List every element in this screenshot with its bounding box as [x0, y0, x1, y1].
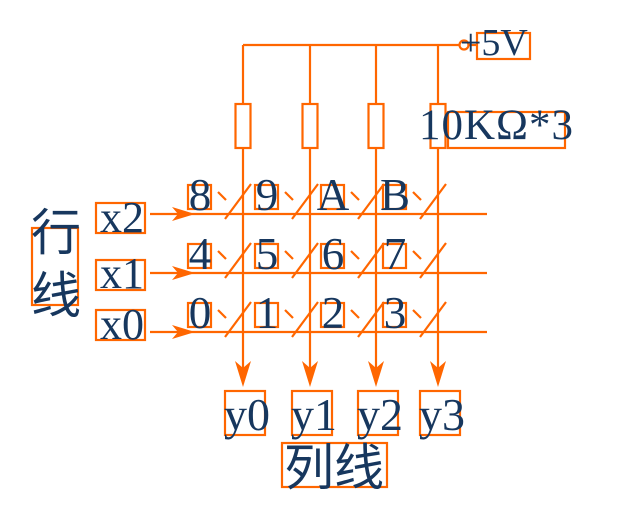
column-y3-arrowhead-icon	[430, 361, 446, 387]
row-x1-arrowhead-icon	[172, 266, 195, 280]
key-label-7: 7	[383, 229, 407, 279]
key-label-1: 1	[255, 288, 279, 338]
column-label-box-y3	[418, 389, 462, 437]
key-label-3: 3	[383, 288, 407, 338]
resistor-3	[367, 102, 385, 150]
key-switch-lever-8	[224, 183, 252, 220]
key-box-6	[319, 242, 346, 270]
row-label-x2: x2	[100, 193, 144, 242]
key-box-0	[186, 301, 213, 329]
key-box-8	[186, 183, 213, 211]
row-x0-arrowhead-icon	[172, 325, 195, 339]
key-box-9	[253, 183, 280, 211]
column-label-y3: y3	[419, 389, 465, 440]
column-label-y2: y2	[357, 389, 403, 440]
column-y2-arrowhead-icon	[368, 361, 384, 387]
column-group-label-box	[280, 441, 389, 489]
row-group-label-box	[30, 226, 80, 307]
row-label-box-x1	[94, 258, 147, 292]
key-switch-lever-3	[419, 301, 447, 338]
key-switch-lever-2	[357, 301, 385, 338]
row-label-x1: x1	[100, 249, 144, 298]
column-group-label: 列线	[284, 440, 384, 496]
resistor-1	[234, 102, 252, 150]
key-box-A	[319, 183, 346, 211]
key-box-3	[381, 301, 408, 329]
key-switch-tick-5	[284, 250, 294, 260]
column-y1-arrowhead-icon	[302, 361, 318, 387]
row-label-box-x0	[94, 308, 147, 342]
column-label-box-y2	[356, 389, 400, 437]
key-switch-tick-3	[412, 309, 422, 319]
key-box-2	[319, 301, 346, 329]
key-label-2: 2	[321, 288, 345, 338]
column-label-box-y1	[290, 389, 334, 437]
row-group-label: 行线	[31, 205, 81, 324]
key-switch-tick-A	[350, 191, 360, 201]
key-label-5: 5	[255, 229, 279, 279]
resistor-2	[301, 102, 319, 150]
key-label-B: B	[379, 170, 410, 220]
key-switch-lever-9	[291, 183, 319, 220]
key-switch-lever-A	[357, 183, 385, 220]
key-switch-tick-B	[412, 191, 422, 201]
resistor-label: 10KΩ*3	[419, 102, 575, 149]
key-box-5	[253, 242, 280, 270]
column-label-y0: y0	[224, 389, 270, 440]
key-box-1	[253, 301, 280, 329]
resistor-label-box	[446, 110, 567, 150]
key-switch-tick-0	[217, 309, 227, 319]
key-label-8: 8	[188, 170, 212, 220]
key-switch-lever-7	[419, 242, 447, 279]
key-switch-tick-6	[350, 250, 360, 260]
key-switch-lever-0	[224, 301, 252, 338]
column-y0-arrowhead-icon	[235, 361, 251, 387]
key-switch-lever-4	[224, 242, 252, 279]
key-switch-lever-6	[357, 242, 385, 279]
key-switch-lever-B	[419, 183, 447, 220]
key-switch-tick-7	[412, 250, 422, 260]
key-label-6: 6	[321, 229, 345, 279]
power-label-box	[475, 31, 532, 61]
key-label-0: 0	[188, 288, 212, 338]
row-label-box-x2	[94, 201, 147, 235]
key-switch-tick-4	[217, 250, 227, 260]
key-box-4	[186, 242, 213, 270]
key-switch-tick-1	[284, 309, 294, 319]
key-switch-lever-1	[291, 301, 319, 338]
key-label-A: A	[316, 170, 350, 220]
key-switch-lever-5	[291, 242, 319, 279]
row-x2-arrowhead-icon	[172, 207, 195, 221]
power-label: +5V	[460, 22, 528, 64]
key-box-B	[381, 183, 408, 211]
key-label-4: 4	[188, 229, 212, 279]
column-label-y1: y1	[291, 389, 337, 440]
row-label-x0: x0	[100, 300, 144, 349]
key-switch-tick-2	[350, 309, 360, 319]
key-switch-tick-8	[217, 191, 227, 201]
key-label-9: 9	[255, 170, 279, 220]
key-switch-tick-9	[284, 191, 294, 201]
key-box-7	[381, 242, 408, 270]
column-label-box-y0	[223, 389, 267, 437]
